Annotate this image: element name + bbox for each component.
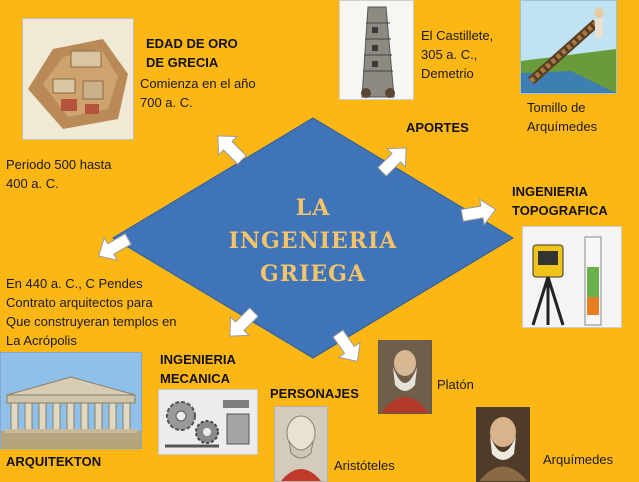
edad-oro-text: Comienza en el año 700 a. C. [140, 74, 256, 112]
tornillo-line2: Arquímedes [527, 119, 598, 134]
arquimedes-portrait-image [476, 407, 530, 482]
topographic-instrument-image [522, 226, 622, 328]
edad-oro-text-line2: 700 a. C. [140, 95, 193, 110]
platon-portrait-image [378, 340, 432, 414]
mecanica-title: INGENIERIA MECANICA [160, 350, 236, 388]
tornillo-text: Tomillo de Arquímedes [527, 98, 597, 136]
arrow-down-left [229, 307, 259, 337]
arrow-down-right [332, 329, 361, 362]
archimedes-screw-image [520, 0, 617, 94]
mechanical-gears-image [158, 389, 258, 455]
aportes-label: APORTES [406, 120, 469, 135]
topografica-title: INGENIERIA TOPOGRAFICA [512, 182, 608, 220]
tornillo-line1: Tomillo de [527, 100, 586, 115]
arquitekton-label: ARQUITEKTON [6, 454, 102, 469]
diamond-title-line1: LA [296, 195, 331, 221]
aristoteles-portrait-image [274, 406, 328, 482]
pendes-text: En 440 a. C., C Pendes Contrato arquitec… [6, 274, 177, 350]
aristoteles-label: Aristóteles [334, 458, 395, 473]
edad-oro-title-line2: DE GRECIA [146, 55, 219, 70]
parthenon-image [0, 352, 142, 449]
edad-oro-text-line1: Comienza en el año [140, 76, 256, 91]
edad-oro-title: EDAD DE ORO DE GRECIA [146, 34, 238, 72]
platon-label: Platón [437, 377, 474, 392]
arrow-left [98, 233, 132, 262]
periodo-line1: Periodo 500 hasta [6, 157, 112, 172]
diamond-title-line3: GRIEGA [260, 261, 366, 287]
arrow-up-right [377, 147, 407, 177]
personajes-label: PERSONAJES [270, 386, 359, 401]
diamond-title-line2: INGENIERIA [229, 228, 398, 254]
pendes-line4: La Acrópolis [6, 333, 77, 348]
castillete-line2: 305 a. C., [421, 47, 478, 62]
arrow-right [460, 198, 497, 226]
topografica-line1: INGENIERIA [512, 184, 588, 199]
edad-oro-title-line1: EDAD DE ORO [146, 36, 238, 51]
topografica-line2: TOPOGRAFICA [512, 203, 608, 218]
acropolis-aerial-image [22, 18, 134, 140]
castillete-line1: El Castillete, [421, 28, 494, 43]
mecanica-line2: MECANICA [160, 371, 231, 386]
periodo-text: Periodo 500 hasta 400 a. C. [6, 155, 112, 193]
castillete-line3: Demetrio [421, 66, 474, 81]
mecanica-line1: INGENIERIA [160, 352, 236, 367]
pendes-line2: Contrato arquitectos para [6, 295, 153, 310]
pendes-line1: En 440 a. C., C Pendes [6, 276, 143, 291]
pendes-line3: Que construyeran templos en [6, 314, 177, 329]
periodo-line2: 400 a. C. [6, 176, 59, 191]
castillete-text: El Castillete, 305 a. C., Demetrio [421, 26, 493, 83]
arrow-up-left [217, 135, 247, 165]
castillete-tower-image [339, 0, 414, 100]
arquimedes-label: Arquímedes [543, 452, 614, 467]
